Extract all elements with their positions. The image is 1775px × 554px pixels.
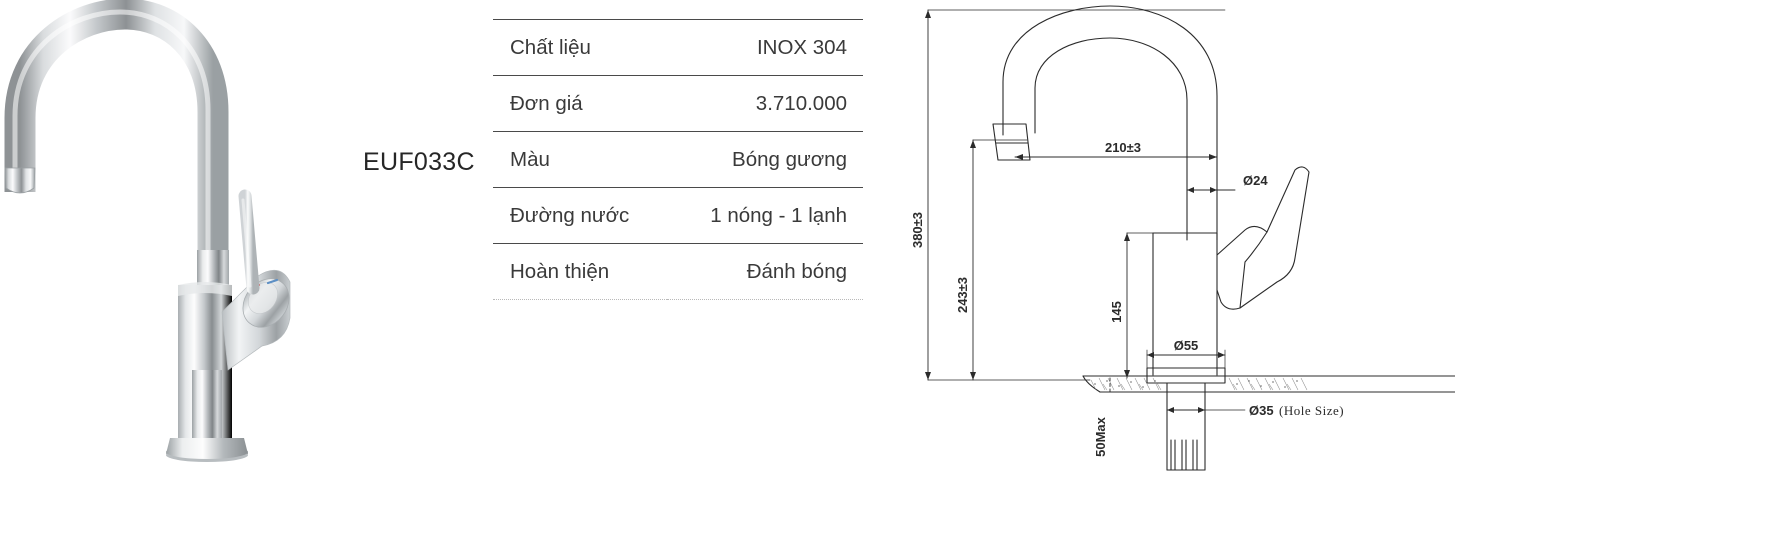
table-row: Màu Bóng gương bbox=[493, 131, 863, 188]
table-row: Chất liệu INOX 304 bbox=[493, 19, 863, 76]
dim-text-spout-height: 243±3 bbox=[955, 277, 970, 313]
dim-text-deck-thickness: 50Max bbox=[1093, 416, 1108, 457]
faucet-dimension-drawing: 380±3 243±3 210±3 Ø24 145 Ø55 Ø35 (Hole … bbox=[910, 5, 1455, 471]
dim-text-reach: 210±3 bbox=[1105, 140, 1141, 155]
drawing-inner-profile bbox=[1034, 37, 1188, 241]
drawing-arrowheads bbox=[925, 10, 1225, 413]
dim-text-hole-diameter: Ø35 bbox=[1249, 403, 1274, 418]
spec-value: Đánh bóng bbox=[746, 259, 847, 283]
table-row: Hoàn thiện Đánh bóng bbox=[493, 243, 863, 300]
dim-text-base-diameter: Ø55 bbox=[1174, 338, 1199, 353]
table-row: Đường nước 1 nóng - 1 lạnh bbox=[493, 187, 863, 244]
drawing-handle-profile bbox=[1216, 166, 1310, 310]
spec-label: Chất liệu bbox=[510, 35, 591, 59]
dim-text-spout-diameter: Ø24 bbox=[1243, 173, 1268, 188]
faucet-lever-highlight bbox=[241, 198, 252, 288]
drawing-deck-hatch bbox=[1090, 377, 1308, 391]
spec-label: Đường nước bbox=[510, 203, 630, 227]
specification-table: Chất liệu INOX 304 Đơn giá 3.710.000 Màu… bbox=[493, 19, 863, 300]
faucet-outlet bbox=[4, 167, 36, 194]
drawing-handle-inner bbox=[1239, 231, 1268, 309]
cold-indicator-icon bbox=[266, 278, 279, 285]
drawing-deck-hatch-dots bbox=[1094, 380, 1298, 388]
spec-value: Bóng gương bbox=[732, 147, 847, 171]
faucet-photo-illustration bbox=[4, 0, 291, 462]
table-bottom-rule-right bbox=[667, 300, 863, 301]
spec-value: 3.710.000 bbox=[755, 91, 847, 115]
faucet-base-ellipse-top bbox=[166, 445, 248, 459]
drawing-base-flange bbox=[1146, 367, 1226, 384]
technical-drawing: 380±3 243±3 210±3 Ø24 145 Ø55 Ø35 (Hole … bbox=[895, 0, 1455, 554]
faucet-spout-arc bbox=[4, 0, 229, 300]
faucet-shank bbox=[192, 370, 222, 438]
drawing-deck-left-edge bbox=[1082, 375, 1101, 393]
table-bottom-rule bbox=[493, 299, 863, 301]
product-code-label: EUF033C bbox=[363, 148, 475, 176]
table-bottom-rule-left bbox=[493, 300, 667, 301]
dim-text-hole-note: (Hole Size) bbox=[1279, 403, 1344, 418]
spec-label: Hoàn thiện bbox=[510, 259, 610, 283]
spec-label: Màu bbox=[510, 147, 550, 171]
drawing-spout-outlet bbox=[992, 123, 1031, 161]
spec-label: Đơn giá bbox=[510, 91, 583, 115]
drawing-outer-profile bbox=[1002, 5, 1218, 241]
product-photo bbox=[0, 0, 330, 554]
spec-value: 1 nóng - 1 lạnh bbox=[710, 203, 847, 227]
faucet-lever bbox=[238, 189, 260, 295]
table-row: Đơn giá 3.710.000 bbox=[493, 75, 863, 132]
faucet-body-top-highlight bbox=[178, 282, 232, 296]
dim-text-overall-height: 380±3 bbox=[910, 212, 925, 248]
dim-text-body-height: 145 bbox=[1109, 301, 1124, 323]
faucet-arc-highlight bbox=[12, 9, 211, 298]
spec-value: INOX 304 bbox=[756, 35, 847, 59]
